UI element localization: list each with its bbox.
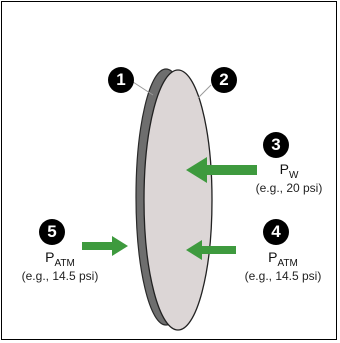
label-atm-front: PATM (e.g., 14.5 psi) [236, 249, 330, 283]
callout-badge-3: 3 [263, 132, 289, 158]
callout-badge-5: 5 [39, 219, 65, 245]
arrow-water-pressure [186, 157, 257, 183]
leader-line-2 [197, 84, 212, 99]
label-water-pressure: PW (e.g., 20 psi) [253, 161, 325, 195]
label-atm-front-symbol: PATM [268, 249, 298, 269]
label-atm-back: PATM (e.g., 14.5 psi) [8, 249, 112, 283]
arrow-atm-front [186, 240, 236, 260]
label-water-pressure-example: (e.g., 20 psi) [255, 180, 323, 195]
callout-badge-1: 1 [108, 67, 134, 93]
label-atm-back-symbol: PATM [45, 249, 75, 269]
leader-line-1 [132, 81, 154, 96]
diagram-border [1, 1, 337, 340]
label-atm-front-example: (e.g., 14.5 psi) [244, 268, 322, 283]
label-water-pressure-symbol: PW [279, 161, 299, 181]
callout-badge-2: 2 [211, 67, 237, 93]
arrow-atm-back [82, 236, 128, 256]
callout-badge-4: 4 [263, 219, 289, 245]
label-atm-back-example: (e.g., 14.5 psi) [21, 268, 99, 283]
disk-face [143, 69, 213, 331]
